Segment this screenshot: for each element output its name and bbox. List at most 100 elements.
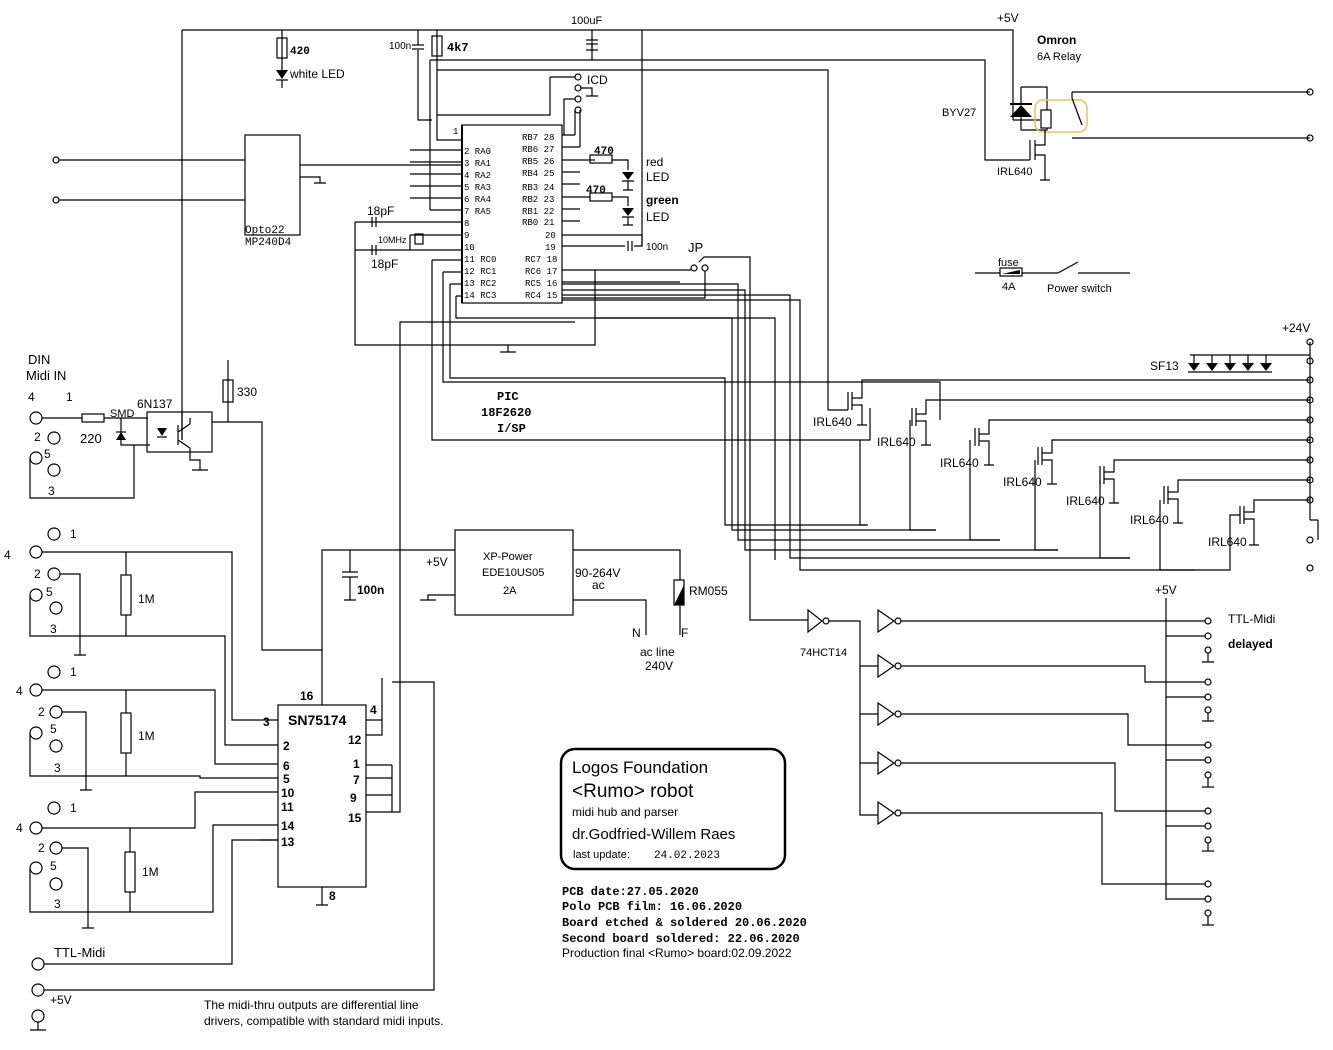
pic-pin-22: RB1 22: [522, 207, 554, 217]
thru2-pin-2: 2: [38, 705, 45, 719]
c100n-right-label: 100n: [646, 242, 668, 253]
delayed-label: delayed: [1228, 637, 1273, 651]
jp-jumper: JP: [562, 240, 808, 621]
red-led-label-2: LED: [646, 170, 670, 184]
sn-pin-12: 12: [348, 733, 362, 747]
din-in-pin-1: 1: [66, 390, 73, 404]
pic-pin-16: RC5 16: [525, 279, 557, 289]
r4k7-label: 4k7: [447, 41, 469, 55]
opto22-relay: Opto22 MP240D4: [52, 134, 462, 249]
c18pf-bot-label: 18pF: [371, 257, 398, 271]
sn-pin-8: 8: [329, 889, 336, 903]
din-in-pin-2: 2: [34, 430, 41, 444]
c100n-mid-label: 100n: [357, 583, 384, 597]
irl-label-5: IRL640: [1066, 494, 1105, 508]
sn-pin-6: 6: [283, 759, 290, 773]
xp-input-label: +5V: [426, 555, 448, 569]
solenoid-drivers: +24V SF13 IRL640 IRL640 IRL640: [813, 321, 1319, 572]
pic-pin-7: 7 RA5: [464, 207, 491, 217]
status-leds: 470 red LED 470 green LED 100n: [586, 146, 679, 253]
white-led-label: white LED: [289, 67, 345, 81]
ttl-midi-left-label: TTL-Midi: [54, 945, 105, 960]
din-label-2: Midi IN: [26, 368, 66, 383]
pic-microcontroller: 1 2 RA0 3 RA1 4 RA2 5 RA3 6 RA4 7 RA5 8 …: [410, 60, 643, 436]
pic-pin-26: RB5 26: [522, 157, 554, 167]
pic-pin-24: RB3 24: [522, 183, 554, 193]
thru2-pin-3: 3: [54, 761, 61, 775]
pic-pin-2: 2 RA0: [464, 147, 491, 157]
smd-label: SMD: [110, 408, 135, 420]
irl-label-1: IRL640: [813, 415, 852, 429]
ttl-midi-label: TTL-Midi: [1228, 612, 1275, 626]
irl-label-6: IRL640: [1130, 513, 1169, 527]
decoupling-parts: 100n 4k7 100uF: [389, 15, 602, 57]
thru1-pin-4: 4: [4, 548, 11, 562]
driver-bus: [431, 259, 1195, 571]
irl-label-7: IRL640: [1208, 535, 1247, 549]
xp-label-2: EDE10US05: [482, 567, 544, 579]
sn-label: SN75174: [288, 712, 347, 728]
c18pf-top-label: 18pF: [367, 204, 394, 218]
pic-pin-20: 20: [545, 231, 556, 241]
fuse-and-switch: fuse 4A Power switch: [975, 257, 1130, 295]
top-power-wiring: [181, 29, 1040, 440]
fuse-label: fuse: [998, 257, 1019, 269]
thru1-pin-5: 5: [46, 585, 53, 599]
n6n137-label: 6N137: [137, 397, 173, 411]
hct14-label: 74HCT14: [800, 647, 847, 659]
sn-pin-10: 10: [281, 786, 295, 800]
sn-pin-3: 3: [263, 715, 270, 729]
note-production: Production final <Rumo> board:02.09.2022: [562, 946, 792, 960]
ac-label-2: ac: [592, 578, 605, 592]
sn-pin-1: 1: [353, 757, 360, 771]
thru3-pin-2: 2: [38, 841, 45, 855]
pic-pin-21: RB0 21: [522, 218, 554, 228]
note-polo: Polo PCB film: 16.06.2020: [562, 900, 742, 914]
pic-pin-18: RC7 18: [525, 255, 557, 265]
jp-label: JP: [688, 240, 703, 255]
sn-pin-9: 9: [350, 791, 357, 805]
sn-pin-7: 7: [353, 773, 360, 787]
din-in-pin-4: 4: [28, 390, 35, 404]
sn-pin-11: 11: [281, 800, 294, 814]
v24-label: +24V: [1282, 321, 1310, 335]
ac-label-1: 90-264V: [575, 566, 620, 580]
pic-pin-13: 13 RC2: [464, 279, 496, 289]
sn-pin-4: 4: [370, 703, 377, 717]
pic-pin-27: RB6 27: [522, 145, 554, 155]
pic-pin-19: 19: [545, 243, 556, 253]
pic-pin-4: 4 RA2: [464, 171, 491, 181]
r470a-label: 470: [594, 146, 614, 158]
xp-label-3: 2A: [503, 585, 517, 597]
pic-pin-25: RB4 25: [522, 169, 554, 179]
thru-note-1: The midi-thru outputs are differential l…: [204, 998, 419, 1012]
green-led-label-1: green: [646, 193, 679, 207]
r1m-2: 1M: [138, 729, 155, 743]
v5-left-label: +5V: [50, 993, 72, 1007]
r470b-label: 470: [586, 185, 606, 197]
thru3-pin-1: 1: [70, 801, 77, 815]
sn-pin-16: 16: [300, 689, 314, 703]
rm055-label: RM055: [689, 584, 728, 598]
thru3-pin-5: 5: [50, 859, 57, 873]
opto22-label-1: Opto22: [245, 225, 285, 237]
midi-in-optocoupler: DIN Midi IN 4 1 2 5 3 220 SMD 6N137 330: [26, 352, 322, 651]
title-project: <Rumo> robot: [572, 781, 694, 802]
icd-label: ICD: [587, 73, 608, 87]
title-org: Logos Foundation: [572, 758, 708, 777]
r330-label: 330: [237, 385, 257, 399]
n-label: N: [632, 626, 641, 640]
midi-thru-connectors: 1 4 2 5 3 1M 1 4 2 5 3 1M 1 4 2 5: [4, 527, 443, 1031]
thru1-pin-1: 1: [70, 527, 77, 541]
sn-pin-2: 2: [283, 739, 290, 753]
pic-pin-1: 1: [453, 127, 458, 137]
din-in-pin-3: 3: [48, 484, 55, 498]
pic-pin-14: 14 RC3: [464, 291, 496, 301]
pic-pin-6: 6 RA4: [464, 195, 491, 205]
din-label-1: DIN: [28, 352, 50, 367]
title-update-date: 24.02.2023: [654, 850, 720, 862]
title-block: Logos Foundation <Rumo> robot midi hub a…: [559, 747, 787, 871]
title-author: dr.Godfried-Willem Raes: [572, 826, 735, 843]
title-update-label: last update:: [573, 849, 630, 861]
